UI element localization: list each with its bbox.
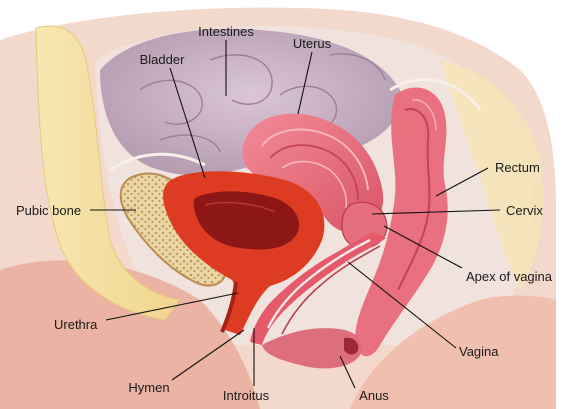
label-introitus: Introitus — [223, 388, 270, 403]
label-vagina: Vagina — [459, 344, 499, 359]
label-uterus: Uterus — [293, 36, 332, 51]
label-bladder: Bladder — [140, 52, 185, 67]
label-cervix: Cervix — [506, 203, 543, 218]
label-urethra: Urethra — [54, 317, 98, 332]
label-anus: Anus — [359, 388, 389, 403]
label-pubic-bone: Pubic bone — [16, 203, 81, 218]
label-rectum: Rectum — [495, 160, 540, 175]
label-hymen: Hymen — [128, 380, 169, 395]
label-intestines: Intestines — [198, 24, 254, 39]
label-apex-of-vagina: Apex of vagina — [466, 269, 553, 284]
